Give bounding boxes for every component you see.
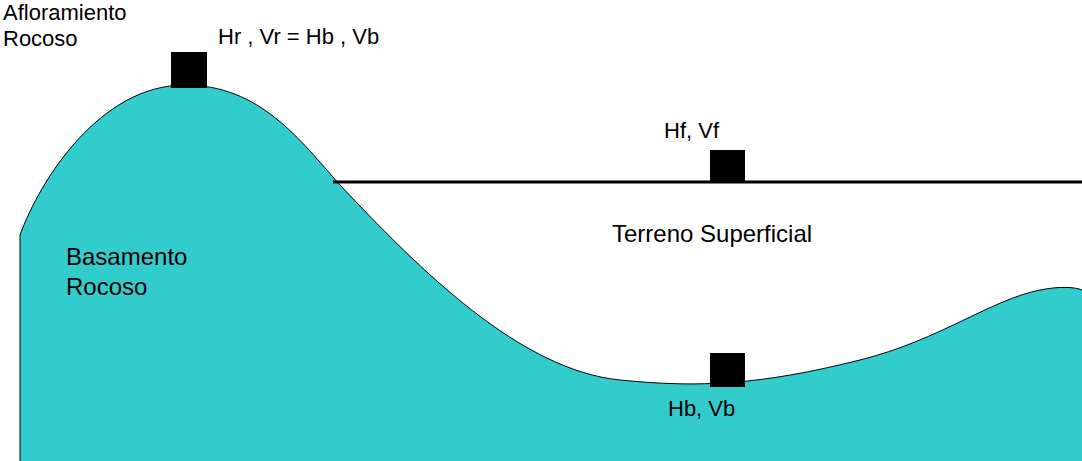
bedrock-outline xyxy=(20,85,1082,461)
region-label: Basamento Rocoso xyxy=(66,242,216,302)
station-label: Hr , Vr = Hb , Vb xyxy=(218,24,379,50)
station-label: Hf, Vf xyxy=(664,118,719,144)
station-rock-outcrop xyxy=(171,52,207,88)
bedrock-region xyxy=(20,85,1082,461)
ground-surface-line xyxy=(333,181,1082,184)
station-surface xyxy=(710,150,745,183)
station-bedrock xyxy=(710,353,745,387)
region-label: Terreno Superficial xyxy=(612,220,812,249)
station-label: Hb, Vb xyxy=(668,396,735,422)
outcrop-label: Afloramiento Rocoso xyxy=(3,0,143,53)
